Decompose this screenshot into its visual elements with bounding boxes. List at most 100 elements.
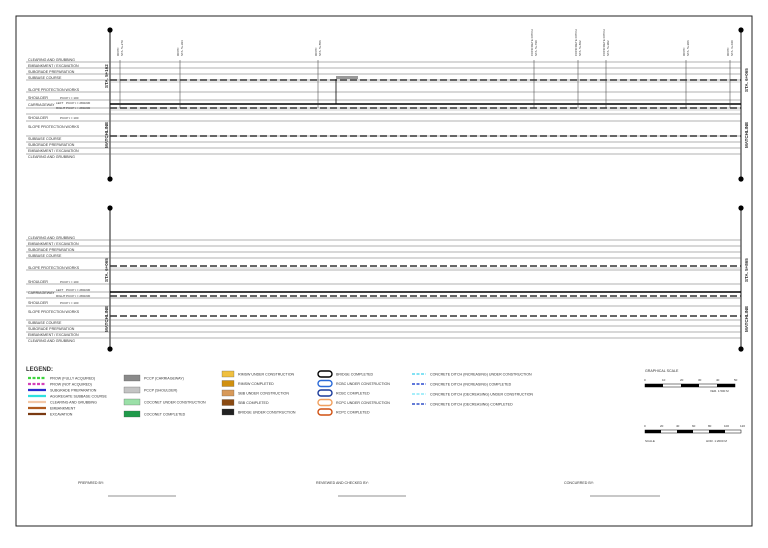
scale-tick: 0 bbox=[644, 378, 646, 382]
row-label: SHOULDER bbox=[28, 96, 48, 100]
matchline-label: MATCHLINE bbox=[104, 122, 109, 148]
structure-tag: STA. 5+862 bbox=[578, 40, 582, 56]
structure-tag: CONCRETE DITCH bbox=[602, 29, 606, 56]
legend-swatch bbox=[317, 408, 333, 416]
row-label: EMBANKMENT / EXCAVATION bbox=[28, 64, 79, 68]
scale-tick: 40 bbox=[716, 378, 720, 382]
legend-label: EXCAVATION bbox=[50, 412, 73, 416]
legend-label: PROW (NOT ACQUIRED) bbox=[50, 382, 92, 386]
row-label: PCCP t = 100 bbox=[60, 301, 79, 305]
structure-tag: STA. 6+040 bbox=[730, 40, 734, 56]
structure-tag: RCPC bbox=[176, 47, 180, 56]
legend-swatch bbox=[123, 374, 141, 382]
station-label: STA. 6+065 bbox=[744, 68, 749, 92]
scale-tick: 20 bbox=[680, 378, 684, 382]
legend-swatch bbox=[221, 399, 235, 406]
row-label: PCCP t = 100 bbox=[60, 96, 79, 100]
row-label: CLEARING AND GRUBBING bbox=[28, 339, 75, 343]
legend-label: CONCRETE DITCH (INCREASING) UNDER CONSTR… bbox=[430, 372, 532, 376]
row-label: SUBBASE COURSE bbox=[28, 137, 62, 141]
row-label: EMBANKMENT / EXCAVATION bbox=[28, 333, 79, 337]
scale-vert-label: VER. 1:500 M bbox=[710, 389, 729, 393]
structure-tag: CONCRETE DITCH bbox=[530, 29, 534, 56]
row-label: RIGHT bbox=[56, 294, 66, 298]
signature-label: CONCURRED BY: bbox=[564, 481, 594, 485]
legend-swatch bbox=[317, 389, 333, 397]
row-label: SUBGRADE PREPARATION bbox=[28, 70, 75, 74]
legend-label: RCPC COMPLETED bbox=[336, 410, 370, 414]
legend-swatch bbox=[123, 398, 141, 406]
row-label: SLOPE PROTECTION WORKS bbox=[28, 125, 80, 129]
structure-tag: STA. 5+790 bbox=[534, 40, 538, 56]
scale-tick: 50 bbox=[734, 378, 738, 382]
scale-horiz-label: SCALE bbox=[645, 439, 655, 443]
row-label: SLOPE PROTECTION WORKS bbox=[28, 266, 80, 270]
structure-tag: RCPC bbox=[682, 47, 686, 56]
legend-label: PCCP (CARRIAGEWAY) bbox=[144, 376, 184, 380]
structure-tag: STA. 5+279 bbox=[120, 40, 124, 56]
legend-swatch bbox=[221, 408, 235, 416]
legend-swatch bbox=[221, 389, 235, 397]
legend-label: BRIDGE COMPLETED bbox=[336, 372, 374, 376]
row-label: SHOULDER bbox=[28, 280, 48, 284]
row-label: SUBGRADE PREPARATION bbox=[28, 143, 75, 147]
row-label: SUBBASE COURSE bbox=[28, 76, 62, 80]
row-label: EMBANKMENT / EXCAVATION bbox=[28, 149, 79, 153]
legend-label: RCBC COMPLETED bbox=[336, 391, 370, 395]
legend-label: RIMSW COMPLETED bbox=[238, 382, 274, 386]
legend-swatch bbox=[317, 370, 333, 378]
legend-label: SBB UNDER CONSTRUCTION bbox=[238, 391, 289, 395]
legend-swatch bbox=[317, 379, 333, 388]
legend-swatch bbox=[317, 398, 333, 407]
station-label: STA. 5+162 bbox=[104, 64, 109, 88]
row-label: SUBBASE COURSE bbox=[28, 321, 62, 325]
scale-tick: 10 bbox=[662, 378, 666, 382]
signature-blocks: PREPARED BY: REVIEWED AND CHECKED BY: CO… bbox=[78, 481, 660, 497]
legend-label: RCBC UNDER CONSTRUCTION bbox=[336, 382, 390, 386]
matchline-label: MATCHLINE bbox=[104, 306, 109, 332]
row-label: SHOULDER bbox=[28, 301, 48, 305]
legend-label: CONCRETE DITCH (INCREASING) COMPLETED bbox=[430, 382, 512, 386]
row-label: SUBGRADE PREPARATION bbox=[28, 327, 75, 331]
row-label: SLOPE PROTECTION WORKS bbox=[28, 88, 80, 92]
legend-label: CONCRETE DITCH (DECREASING) COMPLETED bbox=[430, 402, 513, 406]
row-label: PCCP t = 280/230 bbox=[66, 106, 91, 110]
structure-tag: RCPC bbox=[314, 47, 318, 56]
structure-tag: RCPC bbox=[726, 47, 730, 56]
row-label: SUBBASE COURSE bbox=[28, 254, 62, 258]
legend-label: RCPC UNDER CONSTRUCTION bbox=[336, 401, 390, 405]
structure-tag: STA. 5+394 bbox=[180, 40, 184, 56]
legend-label: AGGREGATE SUBBASE COURSE bbox=[50, 394, 107, 398]
row-label: CLEARING AND GRUBBING bbox=[28, 236, 75, 240]
scale-tick: 120 bbox=[740, 424, 745, 428]
legend-label: PCCP (SHOULDER) bbox=[144, 388, 177, 392]
row-label: PCCP t = 100 bbox=[60, 116, 79, 120]
scale-title: GRAPHICAL SCALE bbox=[645, 369, 679, 373]
legend-swatch bbox=[221, 380, 235, 387]
graphical-scale: GRAPHICAL SCALE 0 10 20 30 40 50 VER. 1:500 M… bbox=[644, 369, 745, 443]
structure-tag: STA. 5+556 bbox=[318, 40, 322, 56]
legend-label: PROW (FULLY ACQUIRED) bbox=[50, 376, 95, 380]
legend-label: CONCRETE DITCH (DECREASING) UNDER CONSTR… bbox=[430, 392, 533, 396]
legend-label: EMBANKMENT bbox=[50, 406, 76, 410]
structure-tag: STA. 5+966 bbox=[686, 40, 690, 56]
row-label: PCCP t = 280/230 bbox=[66, 101, 91, 105]
row-label: LEFT bbox=[56, 101, 64, 105]
row-label: CLEARING AND GRUBBING bbox=[28, 155, 75, 159]
legend-label: COCONET COMPLETED bbox=[144, 412, 186, 416]
row-label: SHOULDER bbox=[28, 116, 48, 120]
legend-label: RIMSW UNDER CONSTRUCTION bbox=[238, 372, 295, 376]
legend-label: SUBGRADE PREPARATION bbox=[50, 388, 97, 392]
scale-tick: 100 bbox=[724, 424, 729, 428]
row-label: EMBANKMENT / EXCAVATION bbox=[28, 242, 79, 246]
structure-tag: RCPC bbox=[116, 47, 120, 56]
scale-tick: 30 bbox=[698, 378, 702, 382]
row-label: PCCP t = 280/230 bbox=[66, 294, 91, 298]
scale-tick: 60 bbox=[692, 424, 696, 428]
legend: LEGEND: PROW (FULLY ACQUIRED)PROW (NOT A… bbox=[26, 367, 533, 418]
legend-label: BRIDGE UNDER CONSTRUCTION bbox=[238, 410, 296, 414]
structure-tag: STA. 5+902 bbox=[606, 40, 610, 56]
